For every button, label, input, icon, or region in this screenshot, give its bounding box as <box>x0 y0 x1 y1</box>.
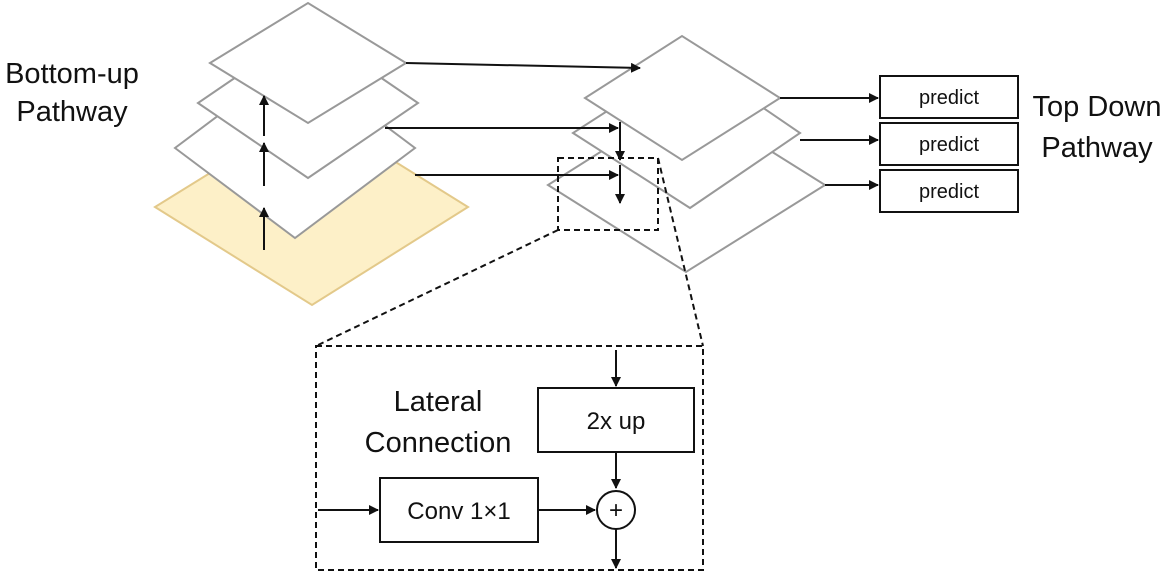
zoom-guide-right <box>657 157 704 347</box>
upsample-label: 2x up <box>587 408 646 435</box>
sum-label: + <box>609 497 623 524</box>
conv-label: Conv 1×1 <box>407 498 510 525</box>
bottom-up-label-line1: Bottom-up <box>5 58 139 90</box>
predict-box-2 <box>879 122 1019 166</box>
top-down-label-line2: Pathway <box>1041 132 1153 164</box>
upsample-box <box>537 387 695 453</box>
predict-box-1 <box>879 75 1019 119</box>
conv-box <box>379 477 539 543</box>
predict-box-3 <box>879 169 1019 213</box>
predict-label-2: predict <box>919 134 979 156</box>
zoom-region <box>557 157 659 231</box>
bottom-up-label-line2: Pathway <box>16 96 128 128</box>
predict-label-1: predict <box>919 87 979 109</box>
lateral-arrow-1 <box>405 62 641 73</box>
lateral-connection-detail <box>315 345 704 571</box>
zoom-guide-left <box>315 229 559 347</box>
lateral-label-line1: Lateral <box>394 386 483 418</box>
lateral-label-line2: Connection <box>365 427 512 459</box>
predict-label-3: predict <box>919 181 979 203</box>
top-down-label-line1: Top Down <box>1033 91 1162 123</box>
